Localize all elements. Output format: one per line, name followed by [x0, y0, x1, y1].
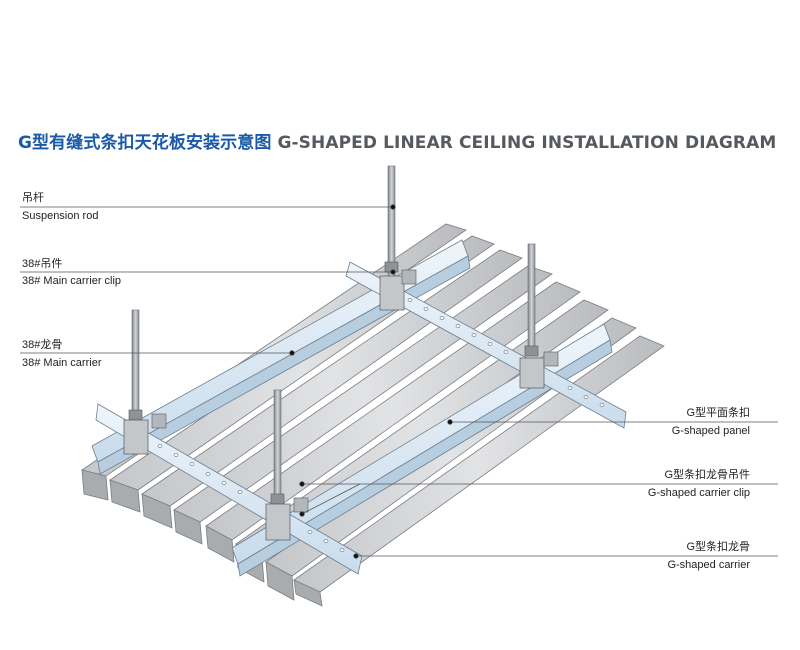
label-suspension-rod-cn: 吊杆	[22, 192, 44, 204]
label-g-carrier-cn: G型条扣龙骨	[686, 541, 750, 553]
panel-strip	[205, 525, 235, 563]
label-g-panel-en: G-shaped panel	[671, 425, 750, 437]
suspension-rod-2	[519, 243, 559, 389]
label-suspension-rod-en: Suspension rod	[22, 210, 99, 222]
panel-strip	[293, 579, 323, 607]
panel-strip	[265, 561, 295, 601]
label-g-panel-cn: G型平面条扣	[686, 407, 750, 419]
label-g-carrier-clip-cn: G型条扣龙骨吊件	[664, 469, 750, 481]
suspension-rod-3	[123, 309, 167, 455]
suspension-rod-4	[265, 389, 309, 541]
suspension-rods	[123, 165, 559, 541]
title-english: G-SHAPED LINEAR CEILING INSTALLATION DIA…	[277, 133, 777, 153]
g-carrier-right-face	[237, 339, 613, 577]
panel-strip	[109, 479, 141, 513]
panel-strip	[141, 493, 173, 529]
label-main-carrier-clip-cn: 38#吊件	[22, 258, 63, 270]
label-g-carrier-clip-en: G-shaped carrier clip	[647, 487, 750, 499]
g-carrier-left-face	[97, 255, 471, 475]
title-chinese: G型有缝式条扣天花板安装示意图	[18, 133, 272, 153]
g-carriers	[91, 239, 613, 577]
label-main-carrier-en: 38# Main carrier	[22, 357, 102, 369]
label-g-carrier-en: G-shaped carrier	[667, 559, 750, 571]
suspension-rod-1	[379, 165, 417, 311]
label-main-carrier-cn: 38#龙骨	[22, 339, 63, 351]
leader-lines	[20, 204, 778, 559]
label-main-carrier-clip-en: 38# Main carrier clip	[22, 275, 122, 287]
panel-strip	[81, 469, 109, 501]
panel-strip	[173, 509, 203, 545]
